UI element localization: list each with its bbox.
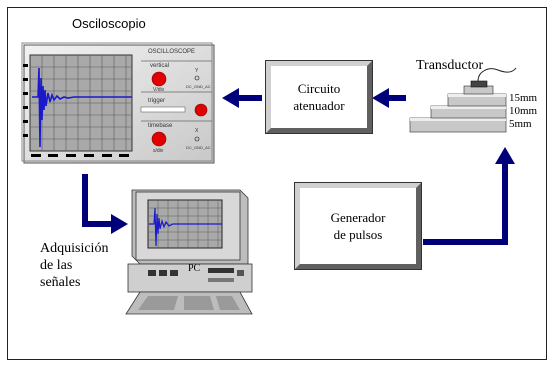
oscilloscope: [21, 42, 215, 164]
acquisition-line-1: Adquisición: [40, 241, 109, 256]
oscilloscope-signal: [32, 67, 132, 148]
circuito-atenuador-box: Circuito atenuador: [265, 60, 373, 134]
transducer-probe: [470, 80, 488, 88]
pc: [125, 189, 253, 315]
oscilloscope-title: Osciloscopio: [72, 16, 146, 31]
arrow-generator-to-transducer: [423, 147, 515, 245]
scope-vertical-label: vertical: [150, 63, 170, 69]
scope-trigger-label: trigger: [148, 98, 166, 104]
scope-vdiv-label: V/div: [153, 87, 165, 93]
scope-y-label: Y: [195, 68, 199, 74]
scope-coupling-y: DC_GND_AC: [186, 84, 211, 89]
acquisition-line-3: señales: [40, 275, 81, 290]
step-label-15mm: 15mm: [509, 92, 538, 104]
transducer-cable: [477, 67, 517, 82]
generador-line-1: Generador: [330, 210, 386, 225]
scope-coupling-x: DC_GND_AC: [186, 145, 211, 150]
trigger-knob: [194, 103, 208, 117]
acquisition-label: Adquisición de las señales: [40, 240, 108, 291]
arrow-scope-to-pc: [82, 174, 128, 234]
circuito-line-1: Circuito: [297, 81, 341, 96]
scope-x-label: X: [195, 128, 199, 134]
step-label-5mm: 5mm: [509, 118, 532, 130]
arrow-transducer-to-circuit: [372, 88, 406, 108]
diagram-canvas: [21, 42, 517, 315]
diagram-frame: Osciloscopio Transductor 15mm 10mm 5mm P…: [7, 7, 547, 360]
step-label-10mm: 10mm: [509, 105, 538, 117]
arrow-circuit-to-scope: [222, 88, 262, 108]
scope-timebase-label: timebase: [148, 123, 173, 129]
transducer-stack: [409, 67, 517, 133]
scope-panel-header: OSCILLOSCOPE: [148, 49, 196, 55]
vertical-knob: [151, 71, 167, 87]
arrows: [82, 88, 515, 245]
timebase-knob: [151, 131, 167, 147]
generador-pulsos-box: Generador de pulsos: [294, 182, 422, 270]
pc-signal: [149, 207, 222, 247]
transducer-title: Transductor: [416, 58, 484, 73]
acquisition-line-2: de las: [40, 258, 73, 273]
generador-line-2: de pulsos: [333, 227, 383, 242]
circuito-line-2: atenuador: [293, 98, 345, 113]
scope-sdiv-label: s/div: [153, 148, 164, 154]
pc-label: PC: [188, 263, 201, 274]
